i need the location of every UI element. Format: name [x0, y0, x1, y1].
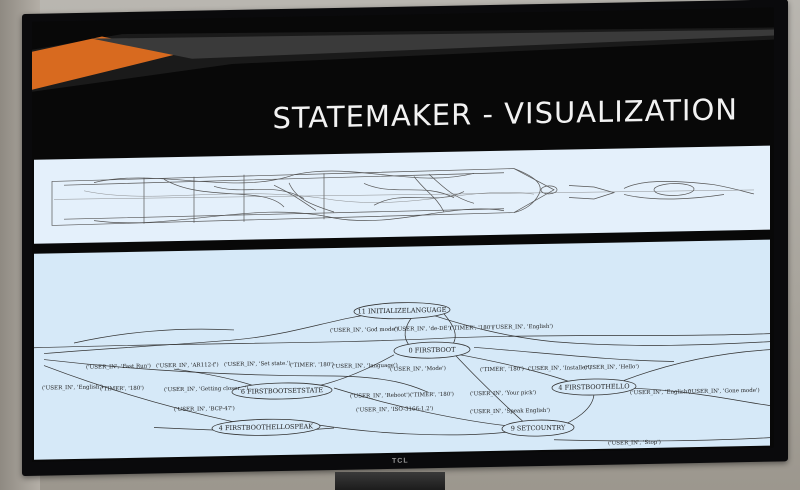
edge-label: ('USER_IN', 'Installer')	[528, 364, 592, 372]
edge-label: ('TIMER', '180')	[290, 361, 334, 369]
state-graph-panel: 11 INITIALIZELANGUAGE 0 FIRSTBOOT 6 FIRS…	[34, 239, 770, 460]
edge-label: ('TIMER', '180')	[480, 365, 524, 373]
tv-brand-logo: TCL	[392, 457, 409, 465]
edge-label: ('USER_IN', 'Mode')	[390, 365, 446, 373]
state-graph: 11 INITIALIZELANGUAGE 0 FIRSTBOOT 6 FIRS…	[34, 302, 770, 447]
graph-node	[393, 341, 471, 359]
graph-overview-panel	[34, 145, 770, 244]
tv-stand	[335, 472, 445, 490]
edge-label: ('USER_IN', 'Speak English')	[470, 407, 550, 416]
graph-node	[211, 418, 321, 436]
graph-node	[353, 302, 451, 320]
edge-label: ('USER_IN', 'Stop')	[608, 439, 661, 447]
graph-node	[551, 378, 637, 396]
slide-accent-band	[32, 27, 774, 92]
edge-label: ('TIMER', '180')	[100, 385, 144, 393]
node-label: 0 FIRSTBOOT	[409, 346, 457, 355]
edge-label: ('USER_IN', 'language')	[332, 362, 398, 370]
edge-label: ('USER_IN', 'Reboot')	[350, 392, 410, 400]
graph-overview-drawing	[51, 168, 755, 226]
edge-label: ('USER_IN', 'English')	[492, 323, 553, 331]
node-label: 9 SETCOUNTRY	[511, 424, 566, 433]
graph-node	[231, 382, 333, 400]
tv-screen: STATEMAKER - VISUALIZATION	[32, 7, 774, 462]
edge-label: ('USER_IN', 'Set state.')	[224, 360, 291, 368]
edge-label: ('USER_IN', 'BCP-47')	[174, 405, 235, 413]
television: STATEMAKER - VISUALIZATION	[22, 0, 788, 476]
edge-label: ('USER_IN', 'ISO-3166-1.2')	[356, 405, 433, 413]
edge-label: ('USER_IN', 'de-DE')	[394, 325, 451, 333]
edge-label: ('USER_IN', 'God mode')	[330, 326, 398, 334]
edge-label: ('USER_IN', 'Fast Run')	[86, 363, 151, 371]
edge-label: ('USER_IN', 'Your pick')	[470, 389, 536, 397]
node-label: 4 FIRSTBOOTHELLO	[558, 382, 629, 391]
edge-label: ('TIMER', '180')	[410, 391, 454, 399]
edge-label: ('USER_IN', 'Hello')	[584, 363, 639, 371]
edge-label: ('USER_IN', 'Getting closer...')	[164, 385, 248, 394]
graph-node	[501, 419, 575, 437]
edge-label: ('USER_IN', 'English')	[630, 388, 691, 396]
edge-label: ('USER_IN', 'English')	[42, 383, 103, 391]
node-label: 11 INITIALIZELANGUAGE	[358, 306, 447, 316]
slide-title: STATEMAKER - VISUALIZATION	[272, 92, 738, 136]
edge-label: ('TIMER', '180')	[450, 324, 494, 332]
edge-label: ('USER_IN', 'Gone mode')	[688, 387, 760, 395]
node-label: 6 FIRSTBOOTSETSTATE	[241, 386, 323, 396]
edge-label: ('USER_IN', 'AR112-f')	[156, 361, 219, 369]
node-label: 4 FIRSTBOOTHELLOSPEAK	[219, 422, 313, 432]
